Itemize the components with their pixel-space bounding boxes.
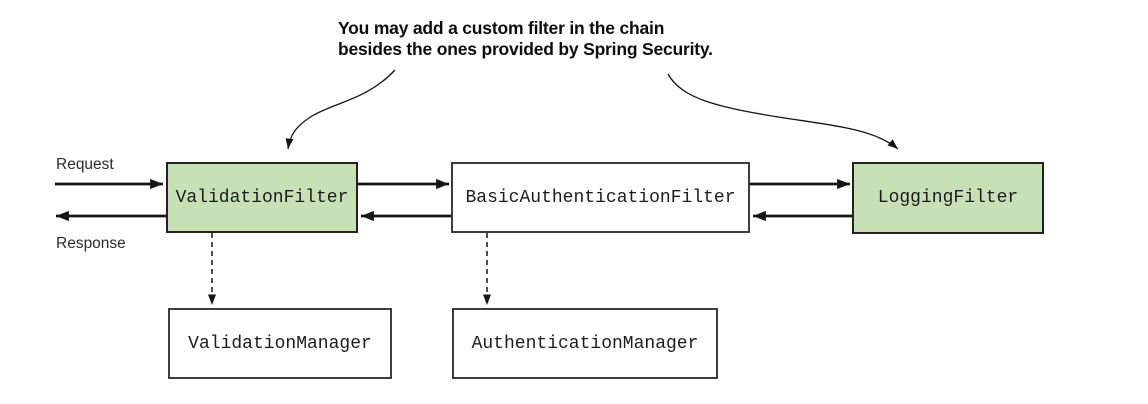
annotation-arrow-left: [285, 69, 396, 150]
logging-filter-label: LoggingFilter: [877, 188, 1019, 208]
validation-filter-label: ValidationFilter: [175, 187, 349, 208]
annotation-line-1: You may add a custom filter in the chain: [338, 18, 665, 38]
basic-authentication-filter-label: BasicAuthenticationFilter: [465, 187, 736, 208]
annotation-line-2: besides the ones provided by Spring Secu…: [338, 39, 713, 59]
request-label: Request: [56, 156, 114, 173]
basic-authentication-filter-box: BasicAuthenticationFilter: [451, 162, 750, 233]
annotation-note: You may add a custom filter in the chain…: [338, 18, 713, 60]
response-label: Response: [56, 235, 126, 252]
validation-filter-box: ValidationFilter: [166, 162, 358, 233]
annotation-arrow-right: [667, 73, 899, 150]
authentication-manager-label: AuthenticationManager: [471, 333, 699, 354]
validation-manager-label: ValidationManager: [188, 333, 372, 354]
validation-manager-box: ValidationManager: [168, 308, 392, 379]
authentication-manager-box: AuthenticationManager: [452, 308, 718, 379]
logging-filter-box: LoggingFilter: [852, 162, 1044, 234]
